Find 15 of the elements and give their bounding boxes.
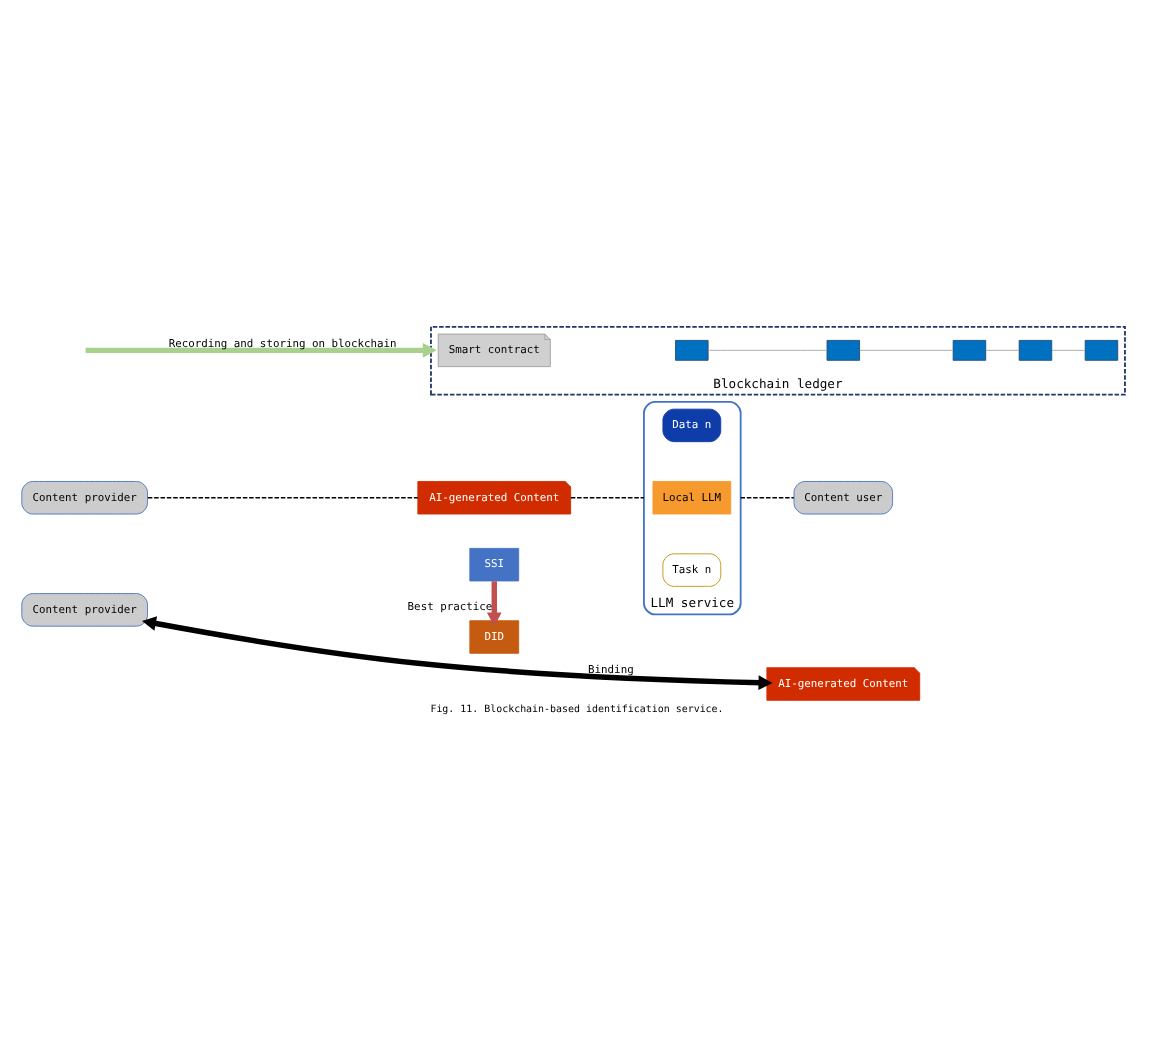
connector	[1051, 349, 1086, 351]
connector	[707, 349, 828, 351]
node-box	[826, 339, 861, 361]
arrow	[85, 343, 437, 358]
node-box	[675, 339, 709, 361]
connector	[985, 349, 1020, 351]
node-box	[1084, 339, 1119, 361]
node-box	[952, 339, 987, 361]
connector	[147, 497, 419, 499]
arrow	[142, 616, 773, 690]
connector	[570, 497, 645, 499]
arrow	[486, 581, 502, 627]
connector	[859, 349, 954, 351]
node-box	[1018, 339, 1053, 361]
connector	[740, 497, 795, 499]
